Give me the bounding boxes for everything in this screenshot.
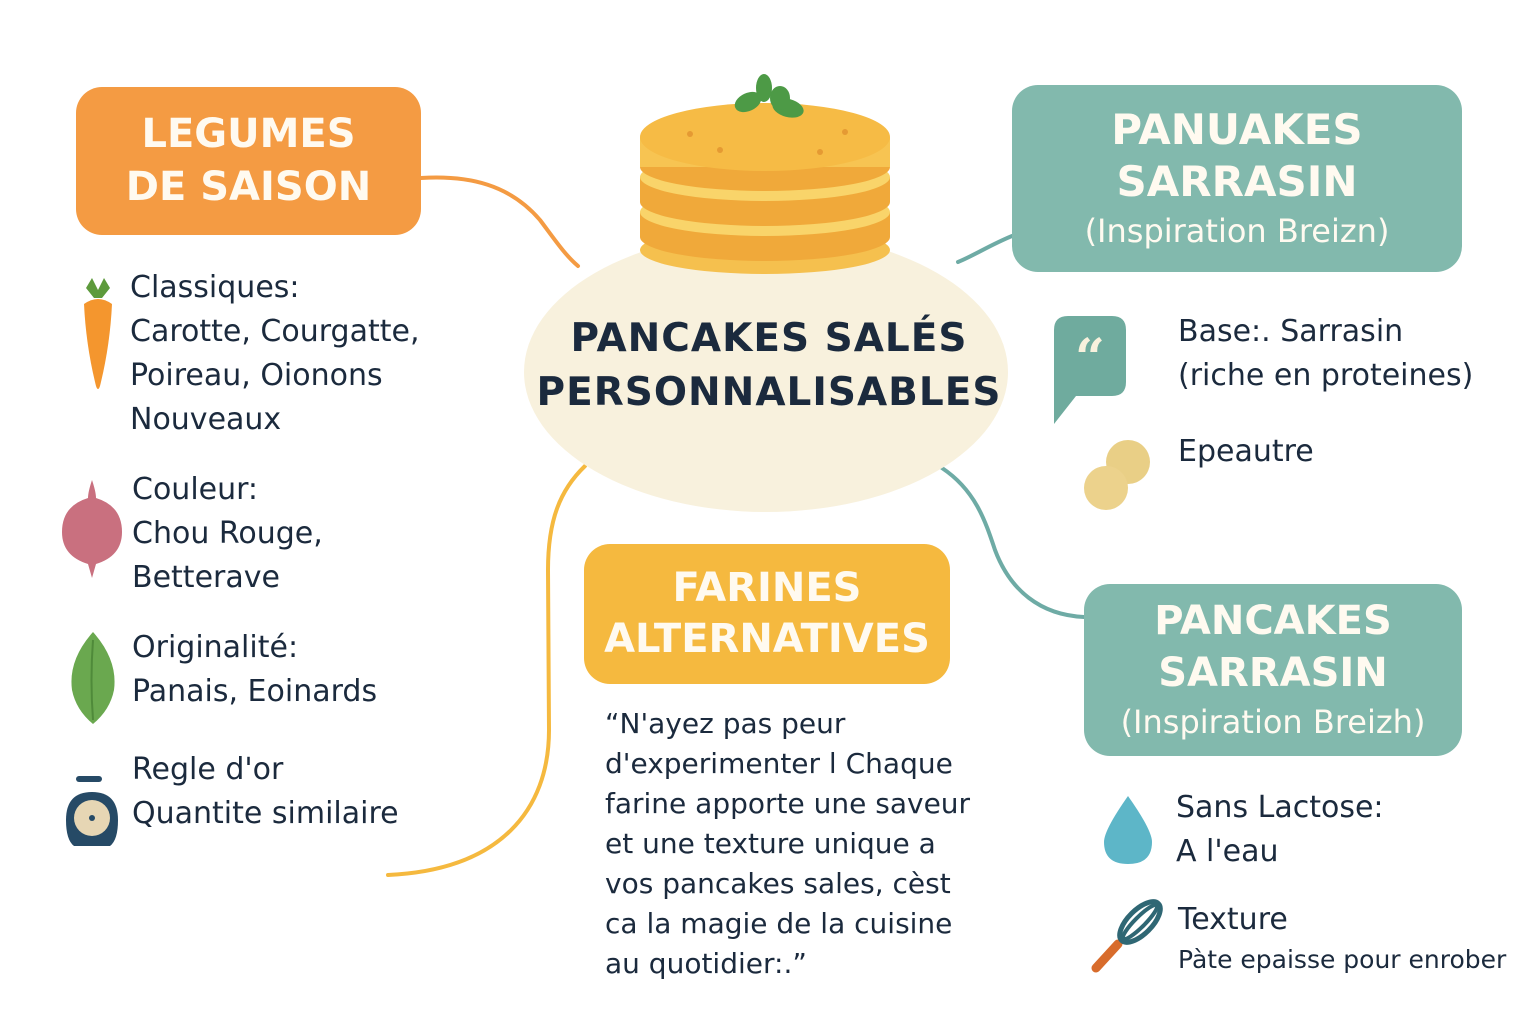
svg-text:“: “	[1075, 328, 1105, 389]
central-topic-title: PANCAKES SALÉS PERSONNALISABLES	[524, 312, 1014, 420]
water-drop-icon	[1104, 796, 1152, 864]
carrot-icon	[84, 278, 112, 389]
quote-line: vos pancakes sales, cèst	[605, 867, 951, 900]
sarrasin-item-base: “ Base:. Sarrasin (riche en proteines)	[1054, 310, 1473, 428]
node-farines-alternatives: FARINES ALTERNATIVES	[584, 544, 950, 684]
grain-icon	[1084, 440, 1150, 510]
item-heading: Classiques:	[130, 270, 300, 305]
item-heading: Epeautre	[1178, 434, 1314, 469]
item-line: Carotte, Courgatte,	[130, 314, 420, 349]
central-title-line1: PANCAKES SALÉS	[570, 316, 968, 361]
item-line: A l'eau	[1176, 834, 1279, 869]
item-heading: Base:. Sarrasin	[1178, 314, 1404, 349]
item-heading: Sans Lactose:	[1176, 790, 1384, 825]
legumes-item-couleur: Couleur: Chou Rouge, Betterave	[60, 468, 323, 600]
sarrasin-item-texture: Texture Pàte epaisse pour enrober	[1090, 898, 1506, 978]
farines-quote: “N'ayez pas peur d'experimenter l Chaque…	[605, 704, 1005, 984]
node-title-line1: PANCAKES	[1154, 598, 1392, 644]
node-subtitle: (Inspiration Breizh)	[1120, 703, 1426, 741]
item-line: Poireau, Oionons	[130, 358, 383, 393]
item-line: Betterave	[132, 560, 280, 595]
item-heading: Couleur:	[132, 472, 259, 507]
node-legumes-de-saison: LEGUMES DE SAISON	[76, 87, 421, 235]
node-title-line1: PANUAKES	[1111, 104, 1363, 154]
leaf-icon	[71, 632, 115, 724]
node-pancakes-sarrasin-top: PANUAKES SARRASIN (Inspiration Breizn)	[1012, 85, 1462, 272]
quote-line: farine apporte une saveur	[605, 787, 971, 820]
sarrasin-item-sans-lactose: Sans Lactose: A l'eau	[1102, 786, 1384, 874]
connector-sarrasin-bottom	[940, 466, 1086, 619]
central-title-line2: PERSONNALISABLES	[536, 370, 1002, 415]
node-title-line2: SARRASIN	[1116, 156, 1358, 206]
legumes-item-regle-dor: Regle d'or Quantite similaire	[62, 748, 399, 872]
quote-line: “N'ayez pas peur	[605, 707, 846, 740]
quote-line: au quotidier:.”	[605, 947, 807, 980]
node-title-line1: FARINES	[672, 565, 862, 611]
quote-bubble-icon: “	[1054, 316, 1126, 424]
pancake-stack-icon	[640, 74, 890, 274]
quote-line: et une texture unique a	[605, 827, 936, 860]
item-heading: Regle d'or	[132, 752, 284, 787]
center-ellipse	[524, 232, 1008, 512]
connector-legumes	[419, 175, 580, 268]
item-line: Quantite similaire	[132, 796, 399, 831]
beet-icon	[62, 480, 122, 578]
item-line: Pàte epaisse pour enrober	[1178, 945, 1507, 974]
node-title-line1: LEGUMES	[141, 111, 356, 157]
item-heading: Originalité:	[132, 630, 299, 665]
quote-line: ca la magie de la cuisine	[605, 907, 953, 940]
quote-line: d'experimenter l Chaque	[605, 747, 953, 780]
whisk-icon	[1091, 899, 1163, 973]
node-title-line2: ALTERNATIVES	[604, 616, 930, 662]
connector-sarrasin-top	[956, 234, 1014, 264]
kitchen-scale-icon	[66, 776, 118, 846]
connector-farines	[386, 464, 587, 877]
node-pancakes-sarrasin-bottom: PANCAKES SARRASIN (Inspiration Breizh)	[1084, 584, 1462, 756]
item-line: Chou Rouge,	[132, 516, 323, 551]
item-line: Panais, Eoinards	[132, 674, 378, 709]
item-line: (riche en proteines)	[1178, 358, 1474, 393]
node-subtitle: (Inspiration Breizn)	[1084, 211, 1390, 250]
item-line: Nouveaux	[130, 402, 282, 437]
item-heading: Texture	[1178, 902, 1288, 937]
sarrasin-item-epeautre: Epeautre	[1082, 430, 1314, 514]
node-title-line2: DE SAISON	[125, 164, 372, 210]
legumes-item-originalite: Originalité: Panais, Eoinards	[66, 626, 377, 726]
node-title-line2: SARRASIN	[1158, 650, 1388, 696]
legumes-item-classiques: Classiques: Carotte, Courgatte, Poireau,…	[78, 266, 419, 442]
